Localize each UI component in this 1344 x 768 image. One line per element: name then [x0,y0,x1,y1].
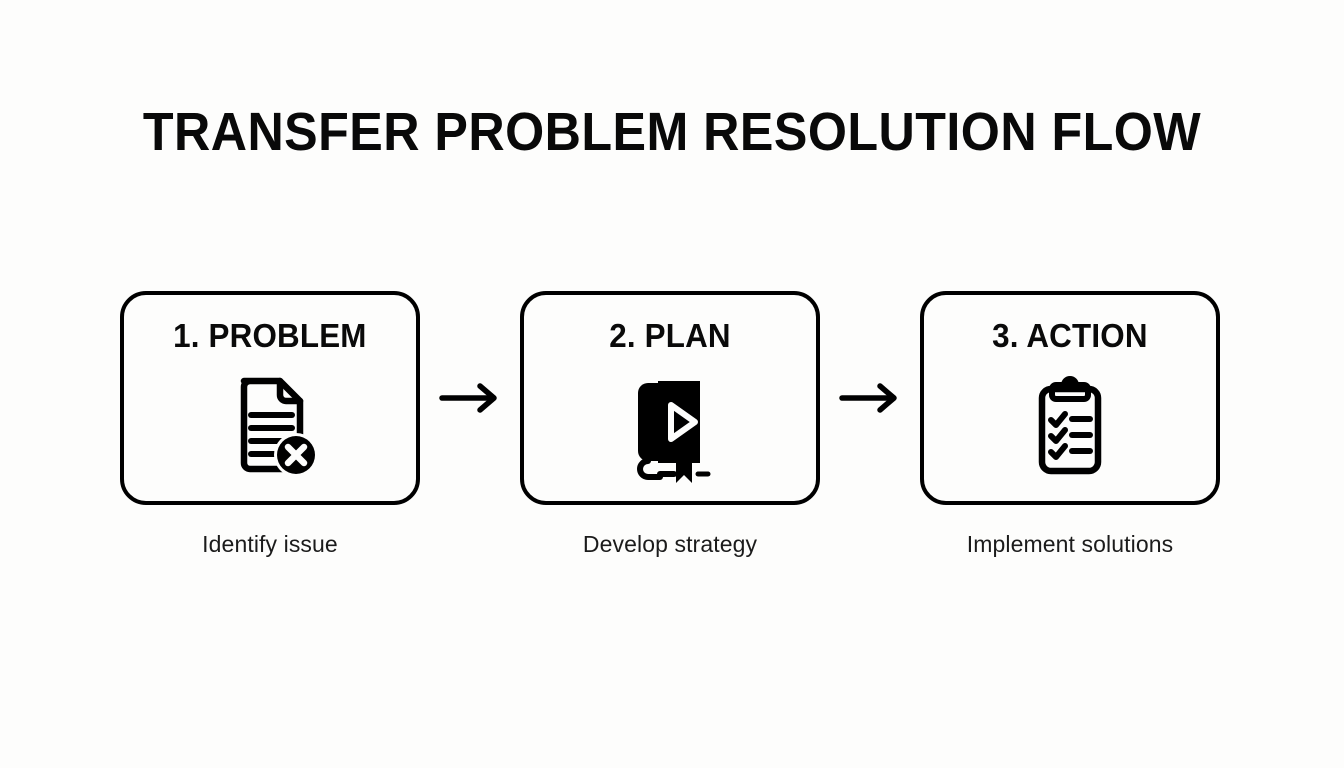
step-caption-problem: Identify issue [202,531,338,557]
arrow-right-icon [439,383,497,413]
step-card-action[interactable]: 3. ACTION [920,291,1220,505]
step-title-problem: 1. PROBLEM [173,317,367,354]
step-title-action: 3. ACTION [992,317,1148,354]
step-card-problem[interactable]: 1. PROBLEM [120,291,420,505]
arrow-right-icon [839,383,897,413]
flow-diagram: 1. PROBLEM Identify issue [120,291,1220,571]
book-play-icon [636,381,711,483]
flow-step-plan: 2. PLAN Develop strategy [520,291,820,558]
step-card-plan[interactable]: 2. PLAN [520,291,820,505]
flow-connector-2 [820,291,920,505]
step-caption-plan: Develop strategy [582,531,758,557]
flow-step-action: 3. ACTION Implement solutions [920,291,1220,558]
clipboard-checklist-icon [1038,376,1102,475]
flow-connector-1 [420,291,520,505]
step-title-plan: 2. PLAN [609,317,731,354]
flow-step-problem: 1. PROBLEM Identify issue [120,291,420,558]
step-caption-action: Implement solutions [966,531,1174,557]
page-title: TRANSFER PROBLEM RESOLUTION FLOW [142,102,1202,162]
document-error-icon [240,377,318,477]
